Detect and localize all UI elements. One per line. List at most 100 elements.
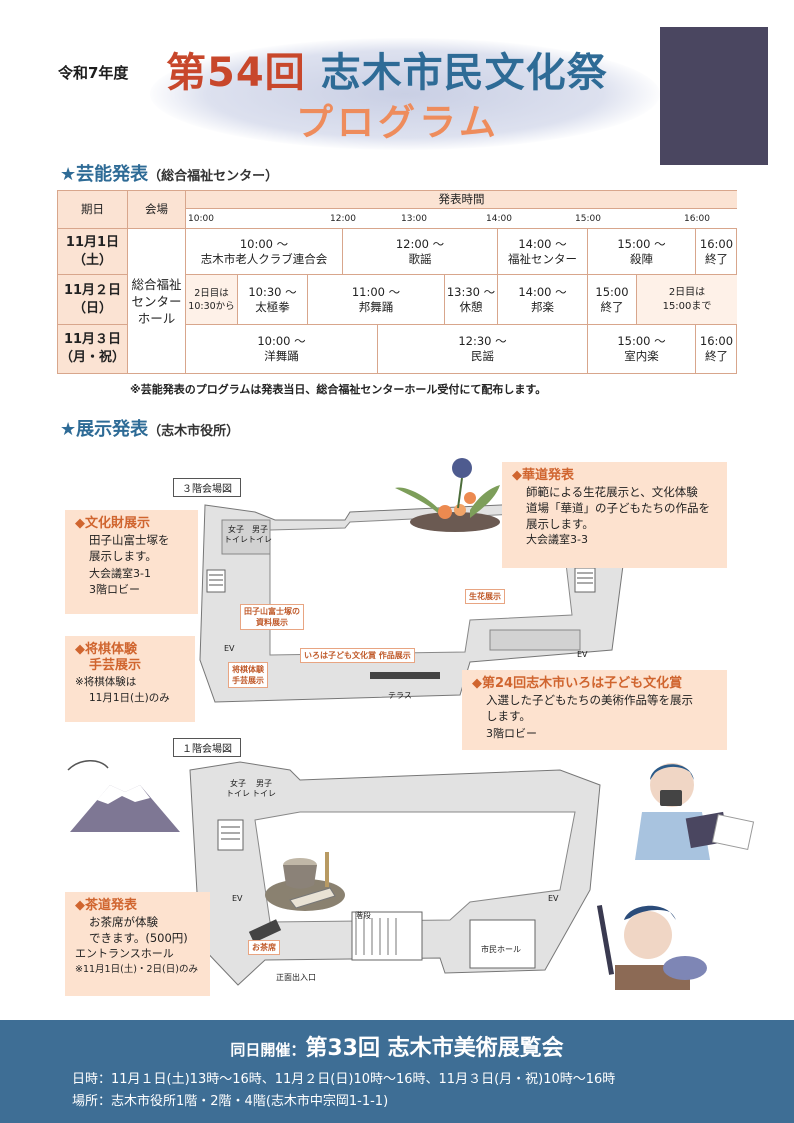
program-slot: 14:00 ～福祉センター xyxy=(498,229,588,275)
slot-name: 終了 xyxy=(705,251,728,266)
performance-heading-text: ★芸能発表 xyxy=(60,164,149,185)
slot-name: 邦舞踊 xyxy=(358,299,394,314)
map-label-ev: EV xyxy=(232,894,243,903)
tea-ceremony-illustration xyxy=(265,852,345,911)
slot-time: 12:30 ～ xyxy=(458,334,507,348)
day-2-date: 11月２日 （日） xyxy=(58,275,128,325)
slot-name: 民謡 xyxy=(471,349,494,363)
callout-line: お茶席が体験 xyxy=(89,915,158,929)
day-3-date: 11月３日 （月・祝） xyxy=(58,325,128,373)
slot-time: 15:00 ～ xyxy=(617,334,666,348)
slot-name: 終了 xyxy=(600,299,624,314)
slot-time: 15:00 xyxy=(595,284,629,299)
map-label-ev: EV xyxy=(577,650,588,659)
slot-time: 14:00 ～ xyxy=(518,236,567,251)
slot-name: 邦楽 xyxy=(531,299,554,314)
callout-line: 3階ロビー xyxy=(89,583,140,596)
painter-illustration xyxy=(596,905,707,990)
callout-title: ◆華道発表 xyxy=(512,468,574,483)
performance-footnote: ※芸能発表のプログラムは発表当日、総合福祉センターホール受付にて配布します。 xyxy=(130,383,547,396)
page-subtitle: プログラム xyxy=(296,101,500,144)
callout-body: 入選した子どもたちの美術作品等を展示 します。 3階ロビー xyxy=(472,692,717,742)
performance-heading: ★芸能発表（総合福祉センター） xyxy=(60,160,278,186)
slot-time: 15:00 ～ xyxy=(617,236,666,251)
photo-placeholder xyxy=(660,27,768,165)
time-ruler xyxy=(186,209,737,229)
map-label-terrace: テラス xyxy=(388,691,412,700)
ikebana-illustration xyxy=(395,458,500,532)
map-label-ev: EV xyxy=(224,644,235,653)
banner-place: 場所：志木市役所1階・2階・4階(志木市中宗岡1-1-1) xyxy=(72,1094,389,1109)
page-title: 第54回 志木市民文化祭 xyxy=(166,40,608,98)
photographer-illustration xyxy=(635,763,755,860)
slot-time: 2日目は xyxy=(668,286,706,298)
slot-time: 12:00 ～ xyxy=(395,236,445,251)
slot-name: 15:00まで xyxy=(662,300,712,312)
slot-time: 16:00 xyxy=(699,334,734,348)
col-date-label: 期日 xyxy=(81,202,104,216)
callout-line: 田子山富士塚を xyxy=(89,533,170,547)
program-slot: 2日目は 15:00まで xyxy=(637,275,737,325)
tick-label: 14:00 xyxy=(486,214,512,224)
tick-label: 15:00 xyxy=(575,214,601,224)
slot-name: 洋舞踊 xyxy=(264,349,299,363)
tick-label: 16:00 xyxy=(684,214,710,224)
callout-line: 展示します。 xyxy=(89,549,157,563)
program-slot: 10:00 ～志木市老人クラブ連合会 xyxy=(186,229,343,275)
edition-number: 第54回 xyxy=(166,50,306,96)
mountain-illustration xyxy=(67,760,180,832)
banner-title: 同日開催：第33回 志木市美術展覧会 xyxy=(0,1030,794,1062)
map-label-entrance: 正面出入口 xyxy=(276,973,316,982)
tag-ikebana: 生花展示 xyxy=(465,589,505,604)
slot-name: 殺陣 xyxy=(630,251,653,266)
callout-title: ◆第24回志木市いろは子ども文化賞 xyxy=(472,676,683,691)
callout-line: 3階ロビー xyxy=(486,727,537,740)
slot-time: 14:00 ～ xyxy=(518,284,567,299)
map-label-toilet: トイレ xyxy=(248,535,272,544)
callout-line: 大会議室3-3 xyxy=(526,533,588,546)
slot-name: 10:30から xyxy=(188,300,235,312)
schedule-table: 期日 会場 発表時間 10:00 12:00 13:00 14:00 15:00… xyxy=(57,190,737,374)
callout-line: 11月1日(土)のみ xyxy=(89,692,170,704)
col-time-header: 発表時間 xyxy=(186,191,737,209)
map-label-stairs: 階段 xyxy=(355,911,371,920)
callout-line: 大会議室3-1 xyxy=(89,567,151,580)
callout-line: します。 xyxy=(486,709,531,723)
performance-venue-note: （総合福祉センター） xyxy=(148,169,279,184)
banner-prefix: 同日開催： xyxy=(230,1041,306,1059)
callout-line: 師範による生花展示と、文化体験 xyxy=(526,485,698,499)
callout-body: 師範による生花展示と、文化体験 道場「華道」の子どもたちの作品を 展示します。 … xyxy=(512,484,717,548)
tick-label: 10:00 xyxy=(188,214,214,224)
map-label-men: 男子 xyxy=(256,779,272,788)
callout-line: 道場「華道」の子どもたちの作品を xyxy=(526,501,710,515)
exhibition-venue-note: （志木市役所） xyxy=(148,424,240,439)
slot-name: 歌謡 xyxy=(408,251,432,266)
map-label-toilet: トイレ xyxy=(252,789,276,798)
slot-time: 10:00 ～ xyxy=(257,334,306,348)
program-slot: 13:30 ～休憩 xyxy=(445,275,498,325)
callout-line: できます。(500円) xyxy=(89,931,188,945)
slot-time: 16:00 xyxy=(699,236,734,251)
col-date-header: 期日 xyxy=(58,191,128,229)
slot-name: 休憩 xyxy=(459,299,483,314)
program-slot: 12:30 ～民謡 xyxy=(378,325,588,373)
slot-name: 志木市老人クラブ連合会 xyxy=(200,251,328,266)
callout-sado: ◆茶道発表 お茶席が体験 できます。(500円) エントランスホール ※11月1… xyxy=(65,892,210,996)
program-slot: 15:00 ～殺陣 xyxy=(588,229,696,275)
tick-label: 13:00 xyxy=(401,214,427,224)
tag-iroha: いろは子ども文化賞 作品展示 xyxy=(300,648,415,663)
map-label-women: 女子 xyxy=(228,525,244,534)
slot-name: 福祉センター xyxy=(508,251,577,266)
callout-title: ◆文化財展示 xyxy=(75,516,150,531)
callout-bunkazai: ◆文化財展示 田子山富士塚を 展示します。 大会議室3-1 3階ロビー xyxy=(65,510,198,614)
program-slot: 15:00 ～室内楽 xyxy=(588,325,696,373)
art-exhibition-banner: 同日開催：第33回 志木市美術展覧会 日時：11月１日(土)13時～16時、11… xyxy=(0,1020,794,1123)
callout-iroha: ◆第24回志木市いろは子ども文化賞 入選した子どもたちの美術作品等を展示 します… xyxy=(462,670,727,750)
slot-time: 13:30 ～ xyxy=(446,284,496,299)
header-backdrop xyxy=(150,38,660,150)
program-slot: 12:00 ～歌謡 xyxy=(343,229,498,275)
